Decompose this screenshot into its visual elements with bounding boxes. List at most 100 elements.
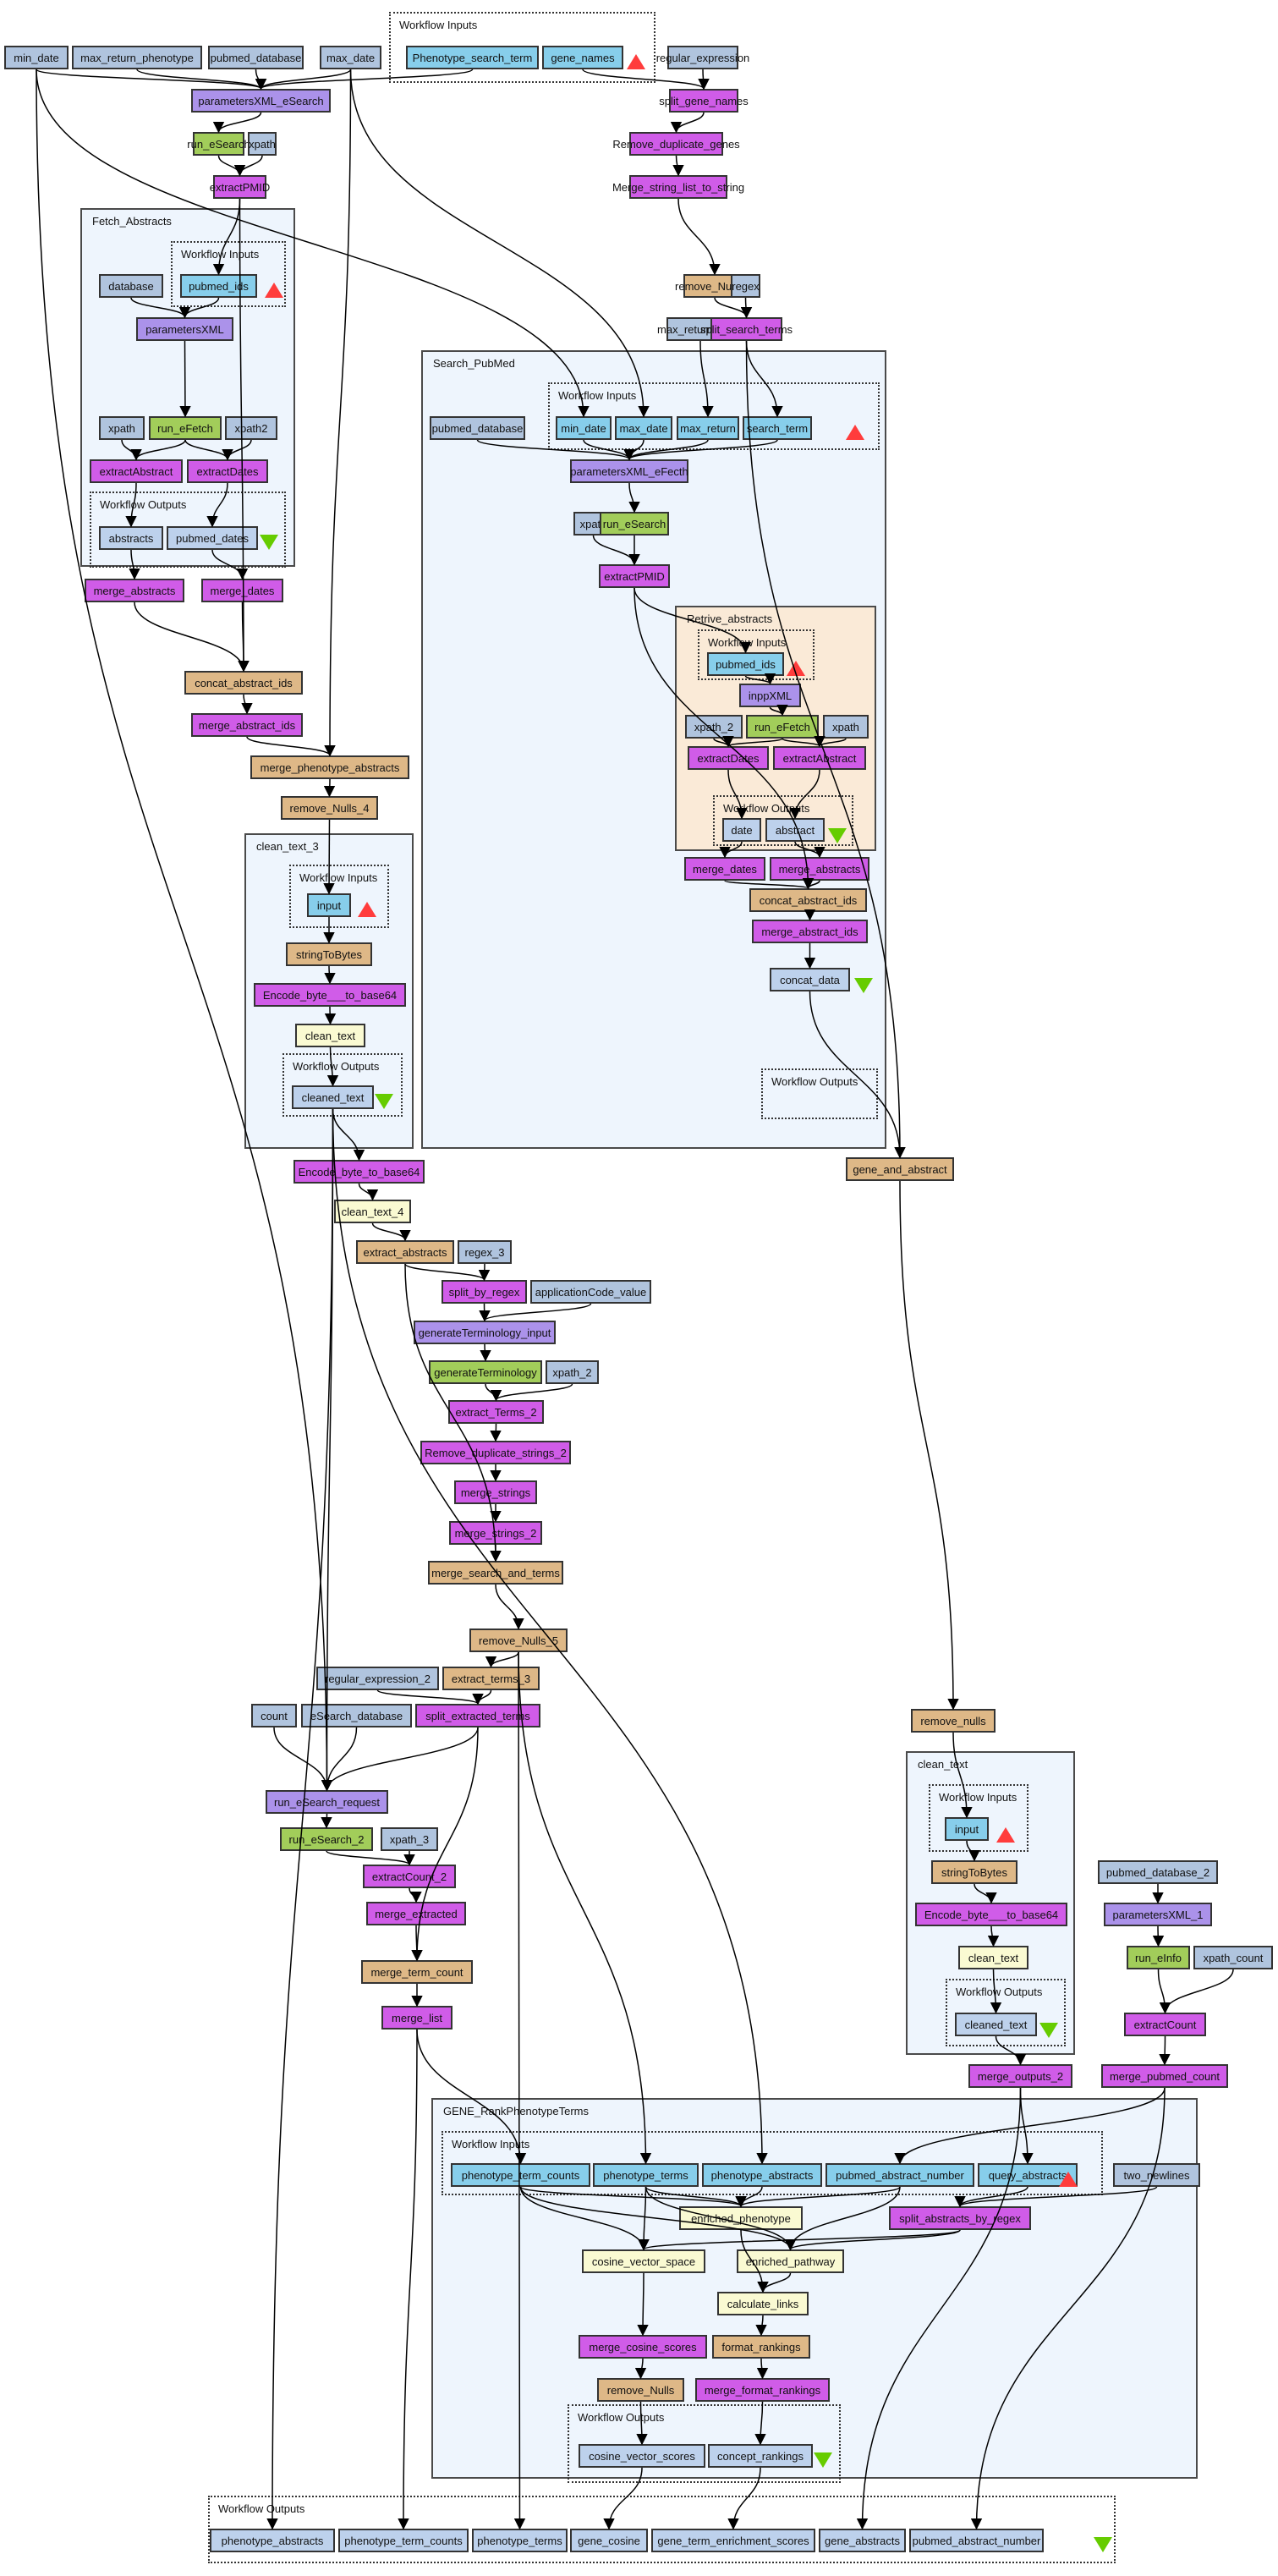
node-fa-pubmed-dates[interactable]: pubmed_dates: [167, 526, 258, 550]
node-merge-search-and-terms[interactable]: merge_search_and_terms: [428, 1561, 563, 1585]
node-out-gene-term-enrichment-scores[interactable]: gene_term_enrichment_scores: [651, 2529, 815, 2552]
node-out-pubmed-abstract-number[interactable]: pubmed_abstract_number: [909, 2529, 1044, 2552]
node-ct-encode[interactable]: Encode_byte___to_base64: [915, 1903, 1067, 1926]
node-cosine-vector-space[interactable]: cosine_vector_space: [582, 2249, 705, 2273]
node-generateterminology[interactable]: generateTerminology: [429, 1360, 542, 1384]
node-fa-xpath[interactable]: xpath: [99, 416, 145, 440]
node-regex-3[interactable]: regex_3: [458, 1240, 512, 1264]
node-ra-run-efetch[interactable]: run_eFetch: [746, 715, 819, 739]
node-sp-max-return[interactable]: max_return: [677, 416, 739, 440]
node-remove-nulls[interactable]: remove_nulls: [911, 1709, 996, 1733]
node-remove-nulls-5[interactable]: remove_Nulls_5: [469, 1629, 568, 1652]
node-g-phenotype-terms[interactable]: phenotype_terms: [593, 2163, 699, 2187]
node-out-phenotype-abstracts[interactable]: phenotype_abstracts: [210, 2529, 335, 2552]
node-pubmed-database[interactable]: pubmed_database: [208, 46, 304, 69]
node-enriched-pathway[interactable]: enriched_pathway: [737, 2249, 844, 2273]
node-g-phenotype-abstracts[interactable]: phenotype_abstracts: [702, 2163, 822, 2187]
node-phenotype-search-term[interactable]: Phenotype_search_term: [406, 46, 539, 69]
node-enriched-phenotype[interactable]: enriched_phenotype: [679, 2206, 803, 2230]
node-regex[interactable]: regex: [731, 274, 760, 298]
node-sp-concat-data[interactable]: concat_data: [770, 968, 850, 991]
node-parametersxml-1[interactable]: parametersXML_1: [1104, 1903, 1212, 1926]
node-applicationcode-value[interactable]: applicationCode_value: [530, 1280, 651, 1304]
node-run-esearch-request[interactable]: run_eSearch_request: [266, 1790, 388, 1814]
node-sp-merge-abstracts[interactable]: merge_abstracts: [770, 857, 869, 881]
node-merge-cosine-scores[interactable]: merge_cosine_scores: [579, 2335, 707, 2359]
node-g-pubmed-abstract-number[interactable]: pubmed_abstract_number: [825, 2163, 974, 2187]
node-ra-abstract[interactable]: abstract: [765, 818, 825, 842]
node-fa-abstracts[interactable]: abstracts: [99, 526, 163, 550]
node-ct3-input[interactable]: input: [307, 893, 351, 917]
node-xpath-top[interactable]: xpath: [248, 132, 277, 156]
node-split-extracted-terms[interactable]: split_extracted_terms: [415, 1704, 540, 1727]
node-g-phenotype-term-counts[interactable]: phenotype_term_counts: [451, 2163, 590, 2187]
node-concept-rankings[interactable]: concept_rankings: [708, 2444, 813, 2468]
node-merge-extracted[interactable]: merge_extracted: [366, 1902, 466, 1925]
node-calculate-links[interactable]: calculate_links: [717, 2292, 809, 2315]
node-merge-phenotype-abstracts[interactable]: merge_phenotype_abstracts: [250, 755, 409, 779]
node-merge-string-list-to-string[interactable]: Merge_string_list_to_string: [612, 175, 744, 199]
node-merge-term-count[interactable]: merge_term_count: [361, 1960, 473, 1984]
node-gene-and-abstract[interactable]: gene_and_abstract: [846, 1157, 954, 1181]
node-clean-text-4[interactable]: clean_text_4: [334, 1200, 411, 1223]
node-ct-cleaned-text[interactable]: cleaned_text: [955, 2013, 1037, 2036]
node-sp-parametersxml-efecth[interactable]: parametersXML_eFecth: [570, 459, 688, 483]
node-run-esearch-2[interactable]: run_eSearch_2: [280, 1827, 373, 1851]
node-g-remove-nulls[interactable]: remove_Nulls: [597, 2378, 684, 2402]
node-sp-search-term[interactable]: search_term: [743, 416, 812, 440]
node-pubmed-database-2[interactable]: pubmed_database_2: [1098, 1860, 1218, 1884]
node-concat-abstract-ids[interactable]: concat_abstract_ids: [184, 671, 303, 695]
node-ct3-encode[interactable]: Encode_byte___to_base64: [254, 983, 406, 1007]
node-merge-strings[interactable]: merge_strings: [454, 1480, 537, 1504]
node-ct3-cleaned-text[interactable]: cleaned_text: [292, 1085, 374, 1109]
node-format-rankings[interactable]: format_rankings: [712, 2335, 810, 2359]
node-ra-xpath[interactable]: xpath: [823, 715, 869, 739]
node-ct3-stringtobytes[interactable]: stringToBytes: [286, 942, 372, 966]
node-merge-format-rankings[interactable]: merge_format_rankings: [695, 2378, 830, 2402]
node-fa-database[interactable]: database: [99, 274, 163, 298]
node-ra-extractabstract[interactable]: extractAbstract: [773, 746, 866, 770]
node-sp-merge-dates[interactable]: merge_dates: [684, 857, 765, 881]
node-remove-duplicate-genes[interactable]: Remove_duplicate_genes: [612, 132, 740, 156]
node-ct3-clean-text[interactable]: clean_text: [295, 1024, 365, 1047]
node-xpath-2[interactable]: xpath_2: [546, 1360, 599, 1384]
node-out-phenotype-terms[interactable]: phenotype_terms: [472, 2529, 568, 2552]
node-ct-input[interactable]: input: [945, 1817, 989, 1841]
node-split-by-regex[interactable]: split_by_regex: [442, 1280, 527, 1304]
node-sp-pubmed-database[interactable]: pubmed_database: [430, 416, 525, 440]
node-max-return-phenotype[interactable]: max_return_phenotype: [72, 46, 202, 69]
node-fa-run-efetch[interactable]: run_eFetch: [149, 416, 222, 440]
node-merge-outputs-2[interactable]: merge_outputs_2: [968, 2064, 1072, 2088]
node-sp-extractpmid[interactable]: extractPMID: [599, 564, 670, 588]
node-fa-extractabstract[interactable]: extractAbstract: [90, 459, 183, 483]
node-regular-expression[interactable]: regular_expression: [656, 46, 749, 69]
node-regular-expression-2[interactable]: regular_expression_2: [316, 1667, 439, 1690]
node-remove-duplicate-strings-2[interactable]: Remove_duplicate_strings_2: [420, 1441, 571, 1464]
node-split-gene-names[interactable]: split_gene_names: [659, 89, 749, 113]
node-max-date[interactable]: max_date: [320, 46, 381, 69]
node-split-search-terms[interactable]: split_search_terms: [700, 317, 793, 341]
node-esearch-database[interactable]: eSearch_database: [301, 1704, 412, 1727]
node-gene-names[interactable]: gene_names: [542, 46, 623, 69]
node-count[interactable]: count: [251, 1704, 297, 1727]
node-run-einfo[interactable]: run_eInfo: [1127, 1946, 1190, 1969]
node-encode-byte-to-base64[interactable]: Encode_byte_to_base64: [293, 1160, 425, 1184]
node-merge-strings-2[interactable]: merge_strings_2: [449, 1521, 542, 1545]
node-fa-extractdates[interactable]: extractDates: [187, 459, 268, 483]
node-fa-parametersxml[interactable]: parametersXML: [136, 317, 233, 341]
node-cosine-vector-scores[interactable]: cosine_vector_scores: [579, 2444, 705, 2468]
node-split-abstracts-by-regex[interactable]: split_abstracts_by_regex: [889, 2206, 1031, 2230]
node-min-date[interactable]: min_date: [4, 46, 69, 69]
node-fa-xpath2[interactable]: xpath2: [225, 416, 277, 440]
node-remove-nulls-4[interactable]: remove_Nulls_4: [281, 796, 378, 820]
node-two-newlines[interactable]: two_newlines: [1113, 2163, 1200, 2187]
node-merge-abstracts[interactable]: merge_abstracts: [85, 579, 184, 602]
node-merge-pubmed-count[interactable]: merge_pubmed_count: [1101, 2064, 1228, 2088]
node-sp-merge-abstract-ids[interactable]: merge_abstract_ids: [752, 920, 868, 943]
node-out-gene-abstracts[interactable]: gene_abstracts: [819, 2529, 906, 2552]
node-ra-xpath-2[interactable]: xpath_2: [685, 715, 743, 739]
node-merge-abstract-ids[interactable]: merge_abstract_ids: [191, 713, 303, 737]
node-merge-dates[interactable]: merge_dates: [201, 579, 283, 602]
node-ra-inppxml[interactable]: inppXML: [739, 684, 801, 707]
node-extractcount[interactable]: extractCount: [1124, 2013, 1206, 2036]
